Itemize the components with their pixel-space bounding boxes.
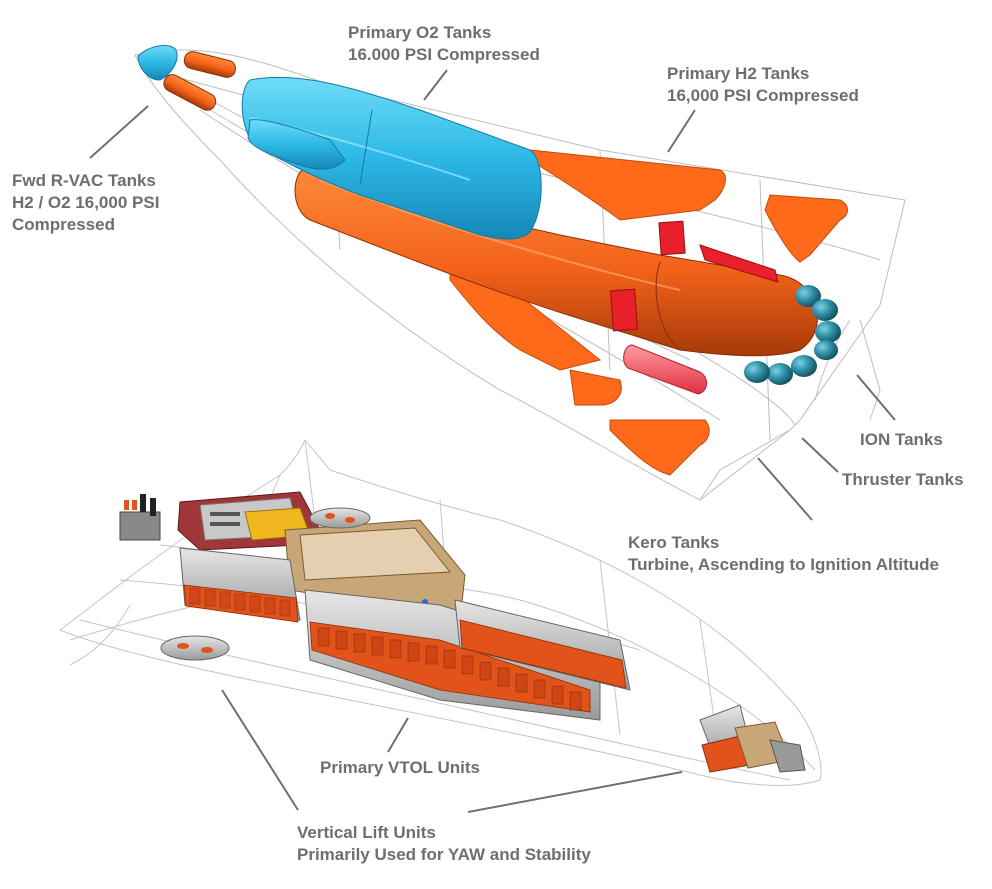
leader-lift-left	[221, 689, 299, 811]
fwd-rvac-h2-a	[183, 51, 236, 78]
leader-primary-o2	[423, 69, 448, 101]
label-vertical-lift: Vertical Lift Units Primarily Used for Y…	[297, 822, 591, 866]
leader-thruster	[801, 437, 839, 473]
label-ion-line1: ION Tanks	[860, 430, 943, 449]
label-thruster: Thruster Tanks	[842, 469, 964, 491]
label-primary-o2-line1: Primary O2 Tanks	[348, 23, 492, 42]
ion-tanks	[744, 285, 841, 385]
fin-upper-right	[764, 194, 848, 263]
lift-pod-right	[309, 507, 371, 529]
leader-fwd-rvac	[89, 105, 149, 159]
label-kero-line1: Kero Tanks	[628, 533, 720, 552]
vtol-bank-upper	[179, 547, 301, 623]
label-ion: ION Tanks	[860, 429, 943, 451]
label-vertical-lift-line1: Vertical Lift Units	[297, 823, 436, 842]
label-primary-h2: Primary H2 Tanks 16,000 PSI Compressed	[667, 63, 859, 107]
fin-lower-left	[569, 369, 622, 406]
lift-pod-left	[160, 635, 230, 661]
leader-vtol	[387, 717, 409, 753]
label-fwd-rvac-line2: H2 / O2 16,000 PSI	[12, 193, 160, 212]
leader-lift-nose	[467, 771, 683, 813]
label-primary-o2-line2: 16.000 PSI Compressed	[348, 45, 540, 64]
label-fwd-rvac-line3: Compressed	[12, 215, 115, 234]
fwd-rvac-o2	[137, 44, 178, 81]
label-vertical-lift-line2: Primarily Used for YAW and Stability	[297, 845, 591, 864]
thruster-tank	[623, 344, 707, 395]
label-fwd-rvac: Fwd R-VAC Tanks H2 / O2 16,000 PSI Compr…	[12, 170, 159, 236]
h2-fittings	[610, 220, 779, 332]
label-primary-h2-line2: 16,000 PSI Compressed	[667, 86, 859, 105]
leader-ion	[856, 374, 896, 421]
vertical-lift-pods	[160, 507, 371, 661]
label-kero: Kero Tanks Turbine, Ascending to Ignitio…	[628, 532, 939, 576]
label-thruster-line1: Thruster Tanks	[842, 470, 964, 489]
h2-fins	[449, 149, 848, 476]
vtol-bank-aft	[454, 599, 631, 691]
fin-lower-aft	[609, 419, 710, 476]
label-kero-line2: Turbine, Ascending to Ignition Altitude	[628, 555, 940, 574]
label-primary-o2: Primary O2 Tanks 16.000 PSI Compressed	[348, 22, 540, 66]
vtol-bank-main	[304, 589, 601, 721]
leader-lines	[89, 69, 896, 813]
primary-o2-tanks	[241, 76, 542, 240]
fwd-rvac-tanks	[137, 44, 236, 111]
label-vtol-line1: Primary VTOL Units	[320, 758, 480, 777]
fin-upper-left	[529, 149, 726, 221]
leader-primary-h2	[667, 109, 696, 153]
fwd-rvac-h2-b	[163, 74, 217, 111]
bottom-craft	[58, 439, 822, 786]
label-vtol: Primary VTOL Units	[320, 757, 480, 779]
aft-thruster-block	[119, 494, 161, 541]
nose-vtol-units	[699, 704, 806, 773]
label-fwd-rvac-line1: Fwd R-VAC Tanks	[12, 171, 156, 190]
label-primary-h2-line1: Primary H2 Tanks	[667, 64, 810, 83]
top-craft	[134, 44, 906, 501]
leader-kero	[757, 457, 813, 521]
